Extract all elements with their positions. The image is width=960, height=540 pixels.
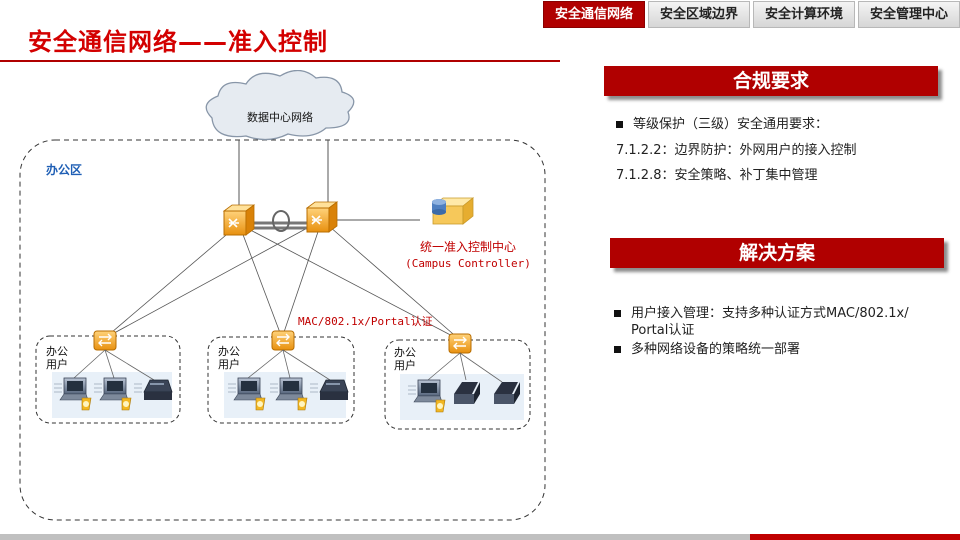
tab-secure-area-boundary[interactable]: 安全区域边界 [647,1,750,28]
cloud-label: 数据中心网络 [247,110,313,124]
campus-controller [431,197,475,225]
compliance-item: 7.1.2.2：边界防护：外网用户的接入控制 [616,143,857,158]
solution-item: 用户接入管理：支持多种认证方式MAC/802.1x/ [614,302,909,321]
page-title: 安全通信网络——准入控制 [28,28,328,56]
tab-secure-computing-environment[interactable]: 安全计算环境 [752,1,855,28]
network-diagram: 办公区 数据中心网络 统一准入控制中心 (Cam [19,70,546,521]
data-center-cloud: 数据中心网络 [205,70,355,141]
tab-secure-communication-network[interactable]: 安全通信网络 [542,1,645,28]
solution-item-continued: Portal认证 [631,323,695,338]
compliance-heading: 合规要求 [604,66,938,96]
access-switch-2 [271,330,295,351]
access-switch-1 [93,330,117,351]
top-tabs: 安全通信网络 安全区域边界 安全计算环境 安全管理中心 [540,1,960,28]
controller-label: 统一准入控制中心 [420,239,516,254]
svg-text:用户: 用户 [394,358,416,372]
compliance-item: 等级保护（三级）安全通用要求： [616,113,828,132]
svg-text:用户: 用户 [46,357,68,371]
office-zone-boundary [19,139,546,521]
core-switch-left [222,204,256,236]
footer-accent [750,534,960,540]
bullet-icon [614,310,621,317]
title-divider [0,60,560,62]
solution-heading: 解决方案 [610,238,944,268]
solution-item: 多种网络设备的策略统一部署 [614,338,800,357]
svg-text:用户: 用户 [218,357,240,371]
footer-bar [0,534,960,540]
svg-text:办公: 办公 [218,345,240,358]
svg-text:办公: 办公 [46,345,68,358]
auth-method-label: MAC/802.1x/Portal认证 [298,315,433,328]
tab-security-management-center[interactable]: 安全管理中心 [857,1,960,28]
access-switch-3 [448,333,472,354]
office-zone-label: 办公区 [46,162,82,177]
svg-text:办公: 办公 [394,346,416,359]
bullet-icon [616,121,623,128]
bullet-icon [614,346,621,353]
controller-sublabel: (Campus Controller) [405,257,531,270]
core-switch-right [305,201,339,233]
compliance-item: 7.1.2.8：安全策略、补丁集中管理 [616,168,818,183]
